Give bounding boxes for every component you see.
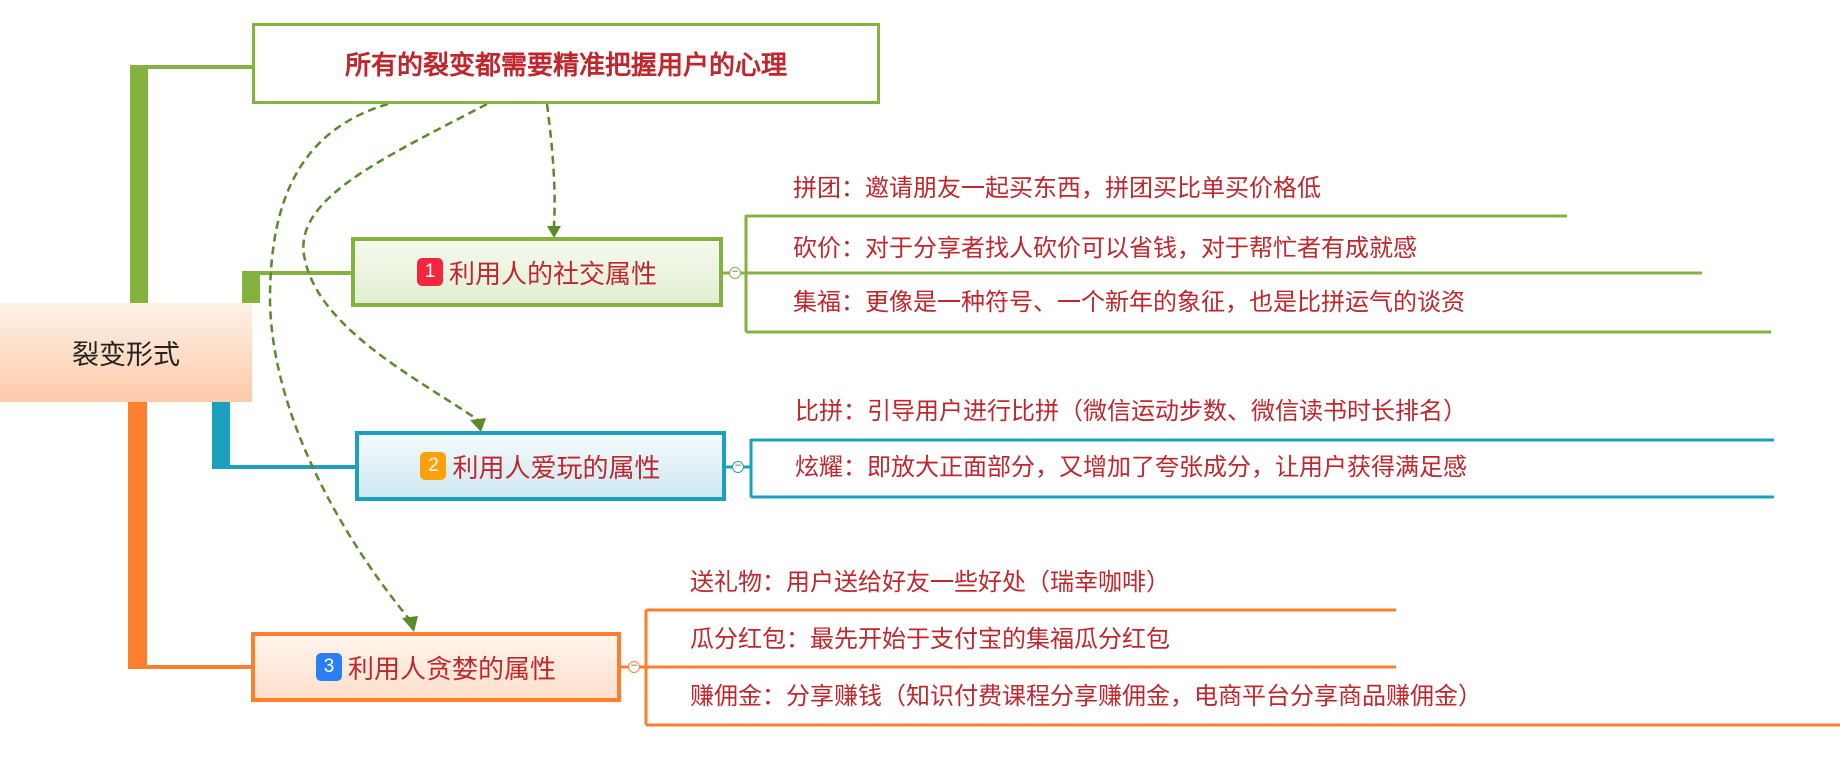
branch2-stub [212,402,230,469]
note-topic[interactable]: 所有的裂变都需要精准把握用户的心理 [252,23,880,104]
branch1-children-lines [723,214,1771,334]
branch3-stub [128,402,147,669]
root-topic[interactable]: 裂变形式 [0,303,252,402]
trunk-green [130,65,148,303]
priority-2-icon: 2 [420,452,447,480]
branch-label: 利用人贪婪的属性 [347,654,556,685]
relation-arrow-1[interactable] [545,103,556,227]
arrowhead-3 [402,616,418,632]
arrowhead-2 [470,418,486,432]
branch-topic-play[interactable]: 2 利用人爱玩的属性 [355,431,726,501]
collapse-toggle-icon[interactable]: − [628,661,640,673]
collapse-toggle-icon[interactable]: − [729,267,741,279]
leaf-topic[interactable]: 炫耀：即放大正面部分，又增加了夸张成分，让用户获得满足感 [795,453,1467,481]
note-topic-label: 所有的裂变都需要精准把握用户的心理 [344,51,787,81]
leaf-topic[interactable]: 比拼：引导用户进行比拼（微信运动步数、微信读书时长排名） [795,397,1467,425]
arrowhead-1 [547,226,561,238]
branch-label: 利用人的社交属性 [448,259,657,290]
branch-topic-greed[interactable]: 3 利用人贪婪的属性 [251,632,621,702]
branch1-stub [242,272,260,303]
leaf-topic[interactable]: 拼团：邀请朋友一起买东西，拼团买比单买价格低 [793,174,1321,202]
priority-3-icon: 3 [315,653,342,681]
relation-arrow-3[interactable] [268,102,411,621]
branch-topic-social[interactable]: 1 利用人的社交属性 [351,237,723,307]
branch-label: 利用人爱玩的属性 [452,453,661,484]
root-topic-label: 裂变形式 [72,340,180,371]
leaf-topic[interactable]: 砍价：对于分享者找人砍价可以省钱，对于帮忙者有成就感 [793,234,1417,262]
priority-1-icon: 1 [416,258,443,286]
leaf-topic[interactable]: 赚佣金：分享赚钱（知识付费课程分享赚佣金，电商平台分享商品赚佣金） [690,682,1482,710]
leaf-topic[interactable]: 瓜分红包：最先开始于支付宝的集福瓜分红包 [690,625,1170,653]
branch2-children-lines [726,438,1774,499]
relation-arrow-2[interactable] [302,102,488,422]
branch3-children-lines [621,608,1840,727]
leaf-topic[interactable]: 集福：更像是一种符号、一个新年的象征，也是比拼运气的谈资 [793,288,1465,316]
collapse-toggle-icon[interactable]: − [732,461,744,473]
leaf-topic[interactable]: 送礼物：用户送给好友一些好处（瑞幸咖啡） [690,568,1170,596]
